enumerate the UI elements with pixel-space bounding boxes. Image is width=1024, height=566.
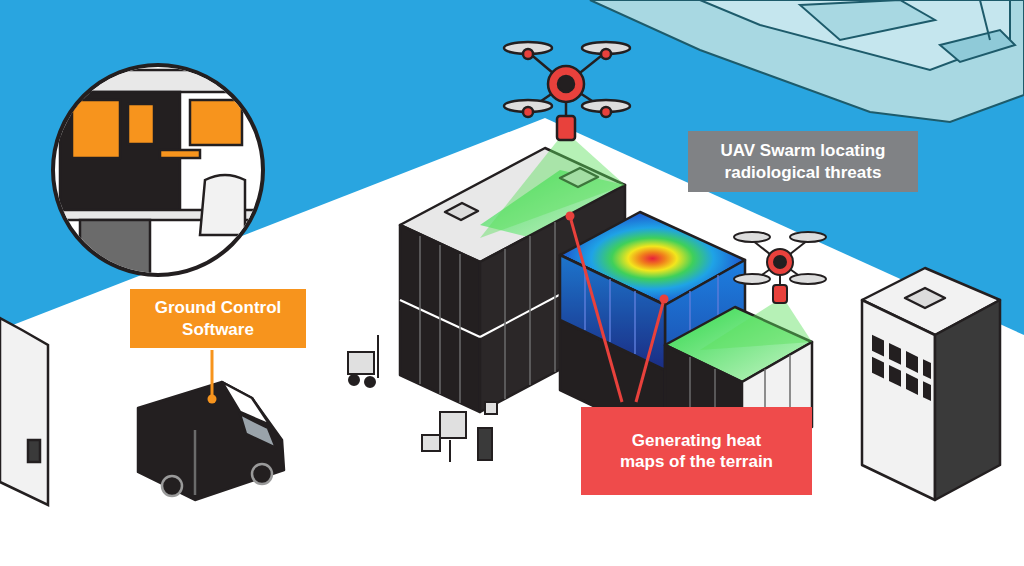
ship-container bbox=[800, 0, 935, 40]
building-windows bbox=[872, 335, 884, 357]
drone-hub bbox=[774, 256, 786, 268]
sensor bbox=[773, 285, 787, 303]
roof-vent bbox=[905, 288, 945, 308]
building-wall bbox=[862, 300, 935, 500]
right-building bbox=[862, 268, 1000, 500]
leader-line bbox=[571, 220, 622, 402]
building-wall-shaded bbox=[935, 300, 1000, 500]
building-door bbox=[28, 440, 40, 462]
van bbox=[138, 382, 284, 500]
building-windows bbox=[923, 381, 931, 401]
label-text: Ground Control Software bbox=[148, 297, 288, 340]
drone-body bbox=[548, 66, 584, 102]
inset-content bbox=[50, 70, 270, 280]
van-windshield bbox=[240, 414, 276, 448]
building-windows bbox=[889, 365, 901, 387]
sensor-beam bbox=[700, 302, 812, 350]
sensor-mount bbox=[779, 275, 781, 285]
wheel bbox=[162, 476, 182, 496]
container-side bbox=[400, 225, 480, 412]
container-ribs bbox=[529, 236, 531, 385]
motor bbox=[601, 49, 611, 59]
label-box: Generating heat maps of the terrain bbox=[581, 407, 812, 495]
rotor bbox=[734, 274, 770, 284]
crate bbox=[422, 435, 440, 451]
crate bbox=[440, 412, 466, 438]
building-windows bbox=[872, 335, 931, 401]
container-ribs bbox=[554, 222, 556, 372]
van-body bbox=[138, 382, 284, 500]
container-ribs bbox=[634, 291, 636, 354]
drone-hub bbox=[558, 76, 574, 92]
van-door bbox=[194, 430, 197, 495]
cabinet bbox=[80, 220, 150, 280]
container-ribs bbox=[439, 245, 441, 394]
ship bbox=[590, 0, 1024, 122]
monitor bbox=[190, 100, 242, 145]
container-ribs bbox=[419, 236, 421, 384]
crate bbox=[485, 402, 497, 414]
cargo-station bbox=[422, 402, 497, 462]
motor bbox=[601, 107, 611, 117]
sensor-beam bbox=[480, 140, 625, 238]
wheel bbox=[365, 377, 375, 387]
building-windows bbox=[906, 351, 918, 373]
ship-hatch bbox=[940, 30, 1015, 62]
monitor bbox=[72, 100, 120, 158]
rotor bbox=[734, 232, 770, 242]
sensor-mount bbox=[565, 102, 568, 116]
wheel bbox=[252, 464, 272, 484]
drone-body bbox=[767, 249, 793, 275]
container-ribs bbox=[504, 249, 506, 399]
seat bbox=[200, 175, 245, 235]
label-box: Ground Control Software bbox=[130, 289, 306, 348]
motor bbox=[523, 107, 533, 117]
label-box: UAV Swarm locating radiological threats bbox=[688, 131, 918, 192]
forklift-mast bbox=[377, 335, 379, 378]
panel-light bbox=[160, 150, 200, 158]
monitor bbox=[128, 104, 154, 144]
left-building bbox=[0, 318, 48, 505]
label-text: Generating heat maps of the terrain bbox=[614, 430, 779, 473]
container-ribs bbox=[420, 222, 555, 403]
motor bbox=[523, 49, 533, 59]
label-text: UAV Swarm locating radiological threats bbox=[708, 140, 898, 183]
building-windows bbox=[872, 357, 884, 379]
building-windows bbox=[906, 373, 918, 395]
ceiling bbox=[50, 70, 270, 92]
leader-dot bbox=[566, 212, 575, 221]
container-ribs bbox=[459, 254, 461, 403]
sensor bbox=[557, 116, 575, 140]
inset-frame bbox=[53, 65, 263, 275]
forklift-body bbox=[348, 352, 374, 374]
leader-line bbox=[636, 303, 663, 402]
building-wall bbox=[0, 318, 48, 505]
building-windows bbox=[889, 343, 901, 365]
container-ribs bbox=[609, 279, 611, 342]
wheel bbox=[349, 375, 359, 385]
drone bbox=[504, 42, 630, 140]
stand bbox=[449, 440, 451, 462]
building-windows bbox=[923, 359, 931, 379]
van-interior-inset bbox=[50, 65, 270, 280]
drone bbox=[734, 232, 826, 303]
forklift bbox=[348, 335, 378, 387]
kiosk bbox=[478, 428, 492, 460]
roof-vent bbox=[445, 203, 478, 220]
ship-mast bbox=[980, 0, 990, 40]
leader-line bbox=[211, 350, 214, 396]
leader-dot bbox=[660, 295, 669, 304]
rotor bbox=[790, 274, 826, 284]
rotor bbox=[790, 232, 826, 242]
ship-hull bbox=[590, 0, 1024, 122]
leader-dot bbox=[208, 395, 217, 404]
